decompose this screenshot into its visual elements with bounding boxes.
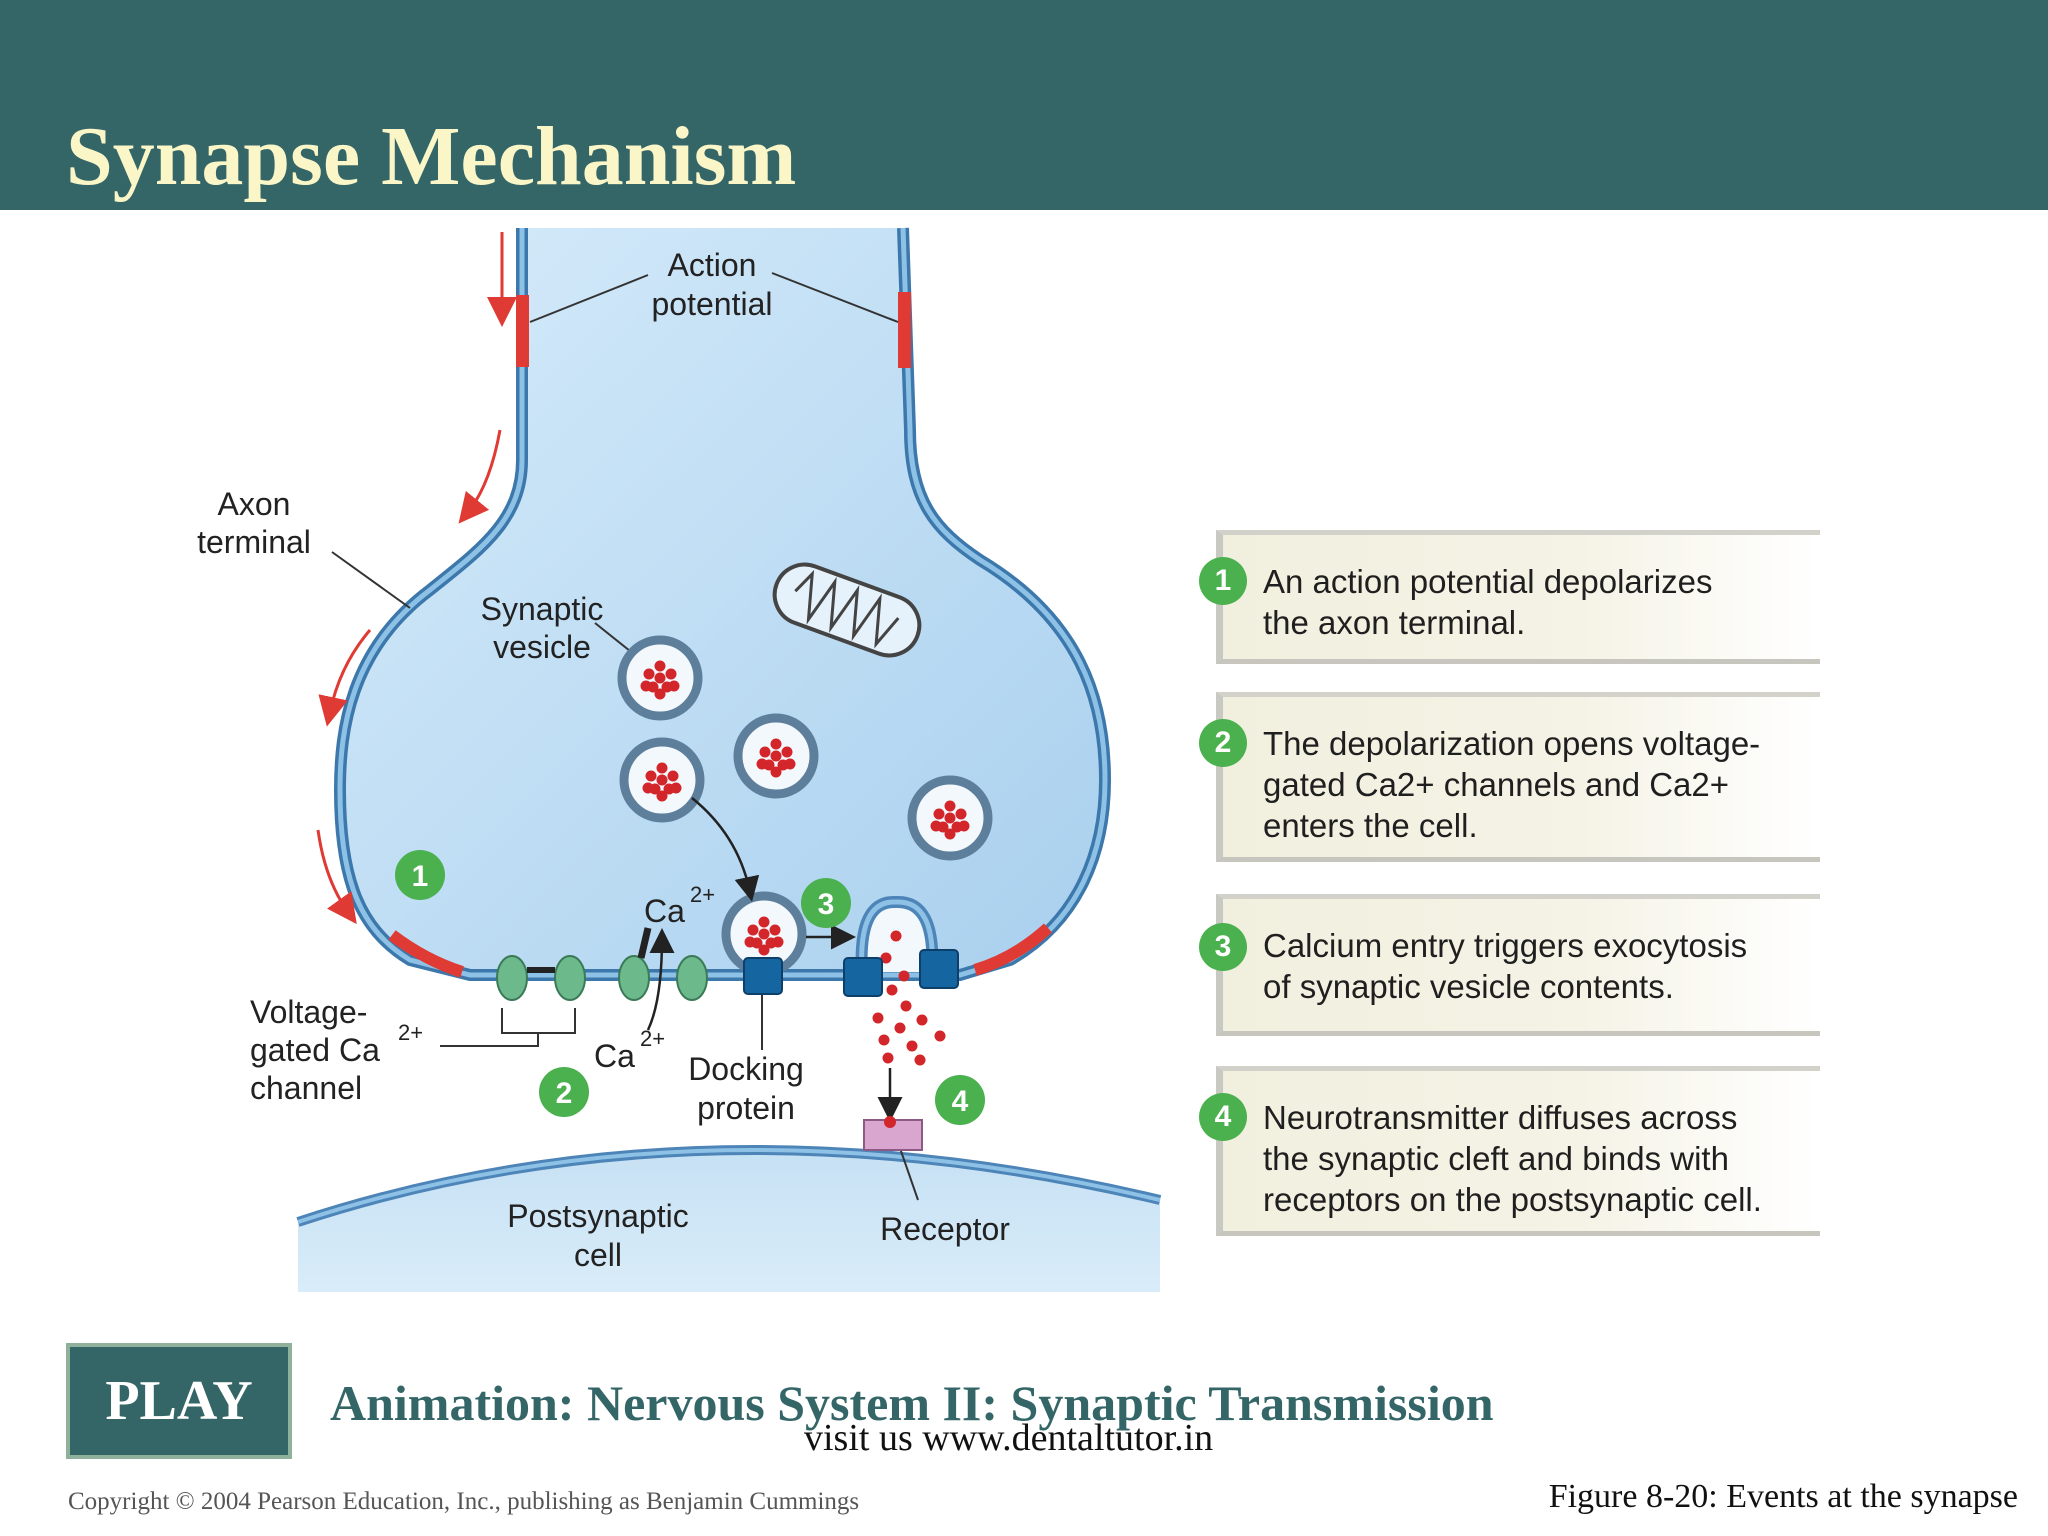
step-text-4: Neurotransmitter diffuses across the syn… xyxy=(1263,1099,1762,1218)
label-docking-protein-2: protein xyxy=(697,1090,795,1126)
synaptic-vesicle xyxy=(617,635,703,721)
step-box-2: 2 The depolarization opens voltage- gate… xyxy=(1199,692,1820,862)
svg-text:4: 4 xyxy=(952,1085,969,1118)
docking-protein xyxy=(843,957,883,997)
neurotransmitter-dot xyxy=(906,1040,918,1052)
neurotransmitter-dot xyxy=(900,1000,912,1012)
step-marker-2: 2 xyxy=(539,1067,589,1117)
label-action-potential-1: Action xyxy=(668,247,757,283)
label-voltage-gated-sup: 2+ xyxy=(398,1020,423,1045)
calcium-influx-arrow xyxy=(646,928,675,1031)
svg-text:2: 2 xyxy=(556,1077,573,1110)
step-box-1: 1 An action potential depolarizes the ax… xyxy=(1199,530,1820,664)
label-axon-terminal-1: Axon xyxy=(218,486,291,522)
svg-text:1: 1 xyxy=(412,860,429,893)
label-docking-protein-1: Docking xyxy=(688,1051,804,1087)
label-synaptic-vesicle-1: Synaptic xyxy=(481,591,604,627)
neurotransmitter-dot xyxy=(894,1022,906,1034)
neurotransmitter-dot xyxy=(916,1014,928,1026)
step-box-4: 4 Neurotransmitter diffuses across the s… xyxy=(1199,1066,1820,1236)
figure-caption: Figure 8-20: Events at the synapse xyxy=(1548,1478,2018,1515)
axon-terminal xyxy=(333,227,1112,981)
synapse-diagram: 1 2 3 4 Action potential Axon terminal S… xyxy=(197,227,1162,1292)
depolarized-segment xyxy=(388,930,464,978)
animation-title: Animation: Nervous System II: Synaptic T… xyxy=(330,1375,1494,1431)
neurotransmitter-dot xyxy=(878,1034,890,1046)
vesicle-path-arrow xyxy=(691,797,760,902)
docking-protein xyxy=(919,949,959,989)
neurotransmitter-dot xyxy=(882,1052,894,1064)
synaptic-vesicle xyxy=(721,891,807,977)
synaptic-vesicle xyxy=(619,737,705,823)
label-calcium-upper-sup: 2+ xyxy=(690,882,715,907)
label-voltage-gated-3: channel xyxy=(250,1070,362,1106)
step-number-4: 4 xyxy=(1199,1093,1247,1141)
synaptic-vesicle xyxy=(907,775,993,861)
neurotransmitter-dot xyxy=(890,930,902,942)
docking-protein xyxy=(743,957,783,995)
bound-neurotransmitter xyxy=(884,1116,896,1128)
step-box-3: 3 Calcium entry triggers exocytosis of s… xyxy=(1199,894,1820,1036)
step-text-1: An action potential depolarizes the axon… xyxy=(1263,563,1713,641)
neurotransmitter-dot xyxy=(880,952,892,964)
label-calcium-lower: Ca xyxy=(594,1038,635,1074)
vesicle-group xyxy=(617,635,993,977)
neurotransmitter-dot xyxy=(898,970,910,982)
depolarized-segment xyxy=(898,292,911,368)
step-marker-4: 4 xyxy=(935,1075,985,1125)
step-marker-1: 1 xyxy=(395,850,445,900)
label-action-potential-2: potential xyxy=(652,286,773,322)
label-postsynaptic-cell-2: cell xyxy=(574,1237,622,1273)
label-receptor: Receptor xyxy=(880,1211,1010,1247)
watermark-text: visit us www.dentaltutor.in xyxy=(804,1417,1214,1459)
step-text-2: The depolarization opens voltage- gated … xyxy=(1263,725,1761,844)
label-voltage-gated-2: gated Ca xyxy=(250,1032,380,1068)
label-calcium-lower-sup: 2+ xyxy=(640,1026,665,1051)
propagation-arrows xyxy=(316,232,517,925)
slide-title: Synapse Mechanism xyxy=(66,110,797,203)
title-bar xyxy=(0,0,2048,210)
diagram-labels: Action potential Axon terminal Synaptic … xyxy=(197,247,1010,1273)
play-button[interactable]: PLAY xyxy=(66,1343,292,1459)
postsynaptic-cell xyxy=(296,1145,1162,1292)
label-voltage-gated-1: Voltage- xyxy=(250,994,367,1030)
neurotransmitter-dots xyxy=(872,930,946,1066)
calcium-channels xyxy=(496,927,708,1001)
step-marker-3: 3 xyxy=(801,878,851,928)
label-synaptic-vesicle-2: vesicle xyxy=(493,629,591,665)
label-calcium-upper: Ca xyxy=(644,893,685,929)
step-text-3: Calcium entry triggers exocytosis of syn… xyxy=(1263,927,1748,1005)
copyright-text: Copyright © 2004 Pearson Education, Inc.… xyxy=(68,1488,860,1515)
neurotransmitter-dot xyxy=(872,1012,884,1024)
label-postsynaptic-cell-1: Postsynaptic xyxy=(507,1198,688,1234)
mitochondrion xyxy=(772,562,922,658)
svg-text:3: 3 xyxy=(818,888,835,921)
neurotransmitter-dot xyxy=(914,1054,926,1066)
step-number-1: 1 xyxy=(1199,557,1247,605)
depolarized-segment xyxy=(516,295,529,367)
synaptic-vesicle xyxy=(733,713,819,799)
depolarized-segment xyxy=(973,923,1053,976)
step-number-2: 2 xyxy=(1199,719,1247,767)
neurotransmitter-dot xyxy=(934,1030,946,1042)
label-axon-terminal-2: terminal xyxy=(197,524,311,560)
neurotransmitter-dot xyxy=(886,984,898,996)
step-number-3: 3 xyxy=(1199,923,1247,971)
